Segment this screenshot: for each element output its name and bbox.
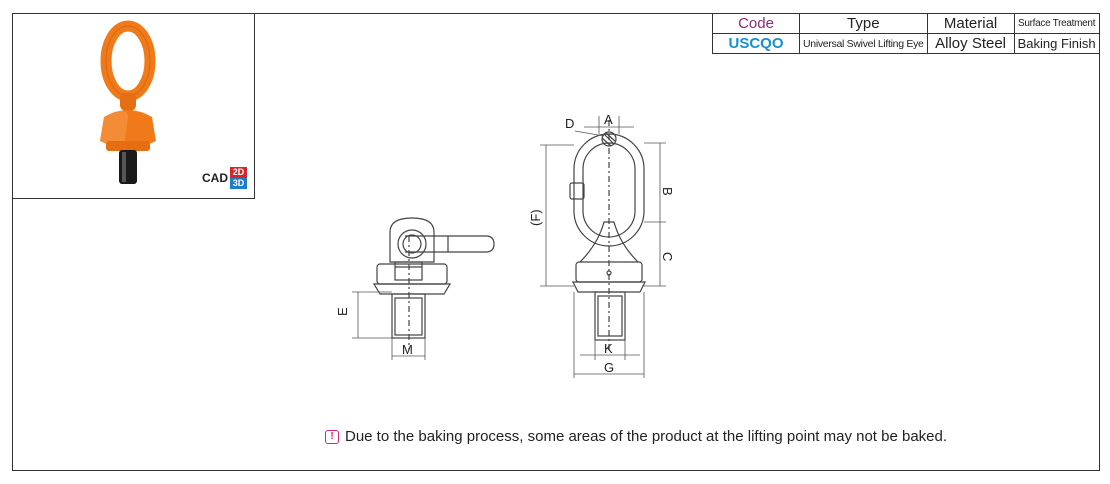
- cad-3d-badge[interactable]: 3D: [230, 178, 247, 189]
- header-code: Code: [712, 13, 800, 34]
- dim-label-e: E: [335, 307, 350, 316]
- product-photo-panel: CAD 2D 3D: [12, 13, 255, 199]
- dim-label-k: K: [604, 341, 613, 356]
- dimension-lines: [352, 116, 666, 378]
- value-material: Alloy Steel: [926, 33, 1015, 54]
- cad-label: CAD: [202, 171, 228, 185]
- baking-note: ! Due to the baking process, some areas …: [325, 428, 947, 445]
- value-code[interactable]: USCQO: [712, 33, 800, 54]
- dim-label-a: A: [604, 112, 613, 127]
- product-photo: [100, 20, 156, 184]
- spec-value-row: USCQO Universal Swivel Lifting Eye Alloy…: [712, 33, 1100, 54]
- content-frame: [12, 13, 1100, 471]
- value-surface-treatment: Baking Finish: [1013, 33, 1100, 54]
- dim-label-b: B: [660, 187, 675, 196]
- cad-badge[interactable]: CAD 2D 3D: [202, 167, 247, 189]
- spec-table: Code Type Material Surface Treatment USC…: [712, 13, 1100, 54]
- dim-label-c: C: [660, 252, 675, 261]
- dim-label-f: (F): [528, 209, 543, 226]
- front-view: [569, 120, 646, 350]
- cad-2d-badge[interactable]: 2D: [230, 167, 247, 178]
- dim-label-g: G: [604, 360, 614, 375]
- exclamation-icon: !: [325, 429, 339, 444]
- dim-label-m: M: [402, 342, 413, 357]
- dim-label-d: D: [565, 116, 574, 131]
- note-text: Due to the baking process, some areas of…: [345, 428, 948, 445]
- side-view: [372, 217, 495, 350]
